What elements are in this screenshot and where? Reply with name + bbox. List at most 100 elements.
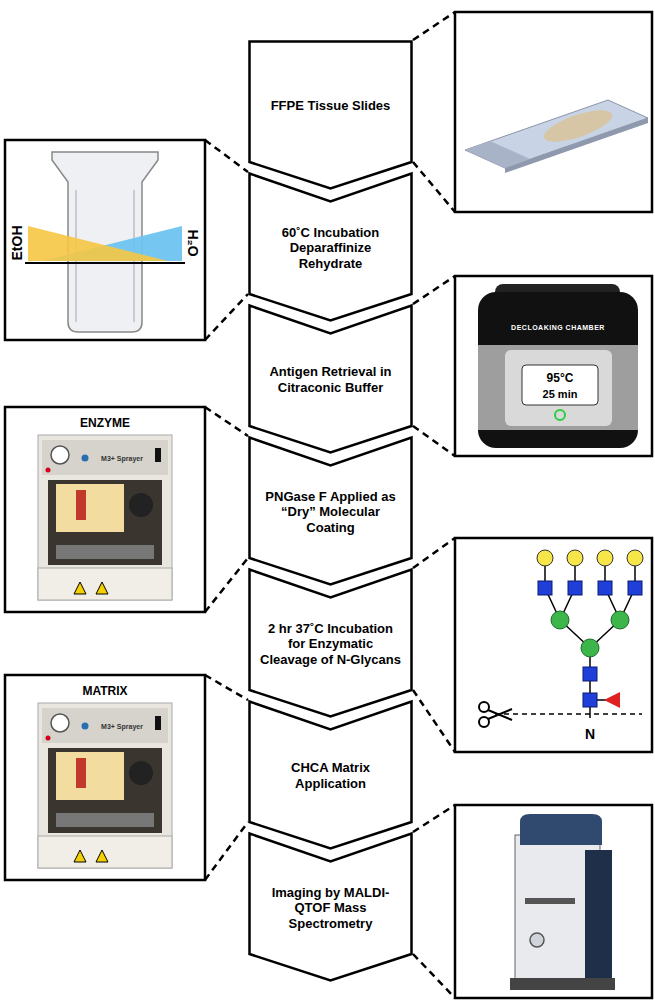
leader-line (413, 426, 455, 456)
leader-line (413, 538, 455, 568)
step-text: 60˚C Incubation Deparaffinize Rehydrate (260, 225, 401, 272)
illustration-label: N (585, 727, 595, 741)
chevron-shape (250, 174, 412, 321)
glcnac (538, 581, 552, 595)
galactose-residues (537, 550, 643, 566)
leader-line (413, 954, 455, 998)
illustration-label: M3+ Sprayer (101, 455, 143, 462)
illustration-frame (455, 805, 652, 998)
chevron-shape (250, 570, 412, 717)
warning-sign (74, 850, 86, 862)
step-text: FFPE Tissue Slides (260, 98, 401, 114)
glcnac (583, 667, 597, 681)
step-text: PNGase F Applied as “Dry” Molecular Coat… (260, 489, 401, 536)
sprayer-base (38, 568, 172, 600)
sample-stage (56, 813, 154, 827)
power-switch (155, 448, 161, 462)
process-chevron: FFPE Tissue Slides (248, 40, 413, 190)
glcnac (583, 693, 597, 707)
step-label: 2 hr 37˚C Incubation for Enzymatic Cleav… (260, 621, 401, 668)
n-glycan (479, 550, 643, 727)
leader-line (205, 558, 248, 612)
spray-chamber-window (48, 748, 162, 833)
illustration-label: 95°C (547, 372, 574, 384)
scissors-handle (479, 717, 489, 727)
leader-line (205, 294, 248, 340)
step-text: 2 hr 37˚C Incubation for Enzymatic Cleav… (260, 621, 401, 668)
warning-sign (74, 582, 86, 594)
power-button (555, 410, 565, 420)
leader-line (413, 690, 455, 752)
illustration-frames (5, 12, 652, 998)
spray-chamber-window (48, 480, 162, 565)
pressure-gauge (51, 714, 69, 732)
gradient-baseline (25, 262, 185, 264)
glcnac (628, 581, 642, 595)
instrument-side (585, 850, 612, 985)
illustration-label: H₂O (186, 229, 200, 256)
scissors-blade (488, 710, 512, 720)
fucose (604, 692, 620, 708)
chamber-light (56, 752, 124, 800)
illustration-label: 25 min (543, 389, 578, 400)
step-label: PNGase F Applied as “Dry” Molecular Coat… (260, 489, 401, 536)
leader-line (205, 822, 248, 880)
chamber-display (522, 365, 598, 405)
chevron-shape (250, 42, 412, 189)
sprayer-matrix (38, 703, 172, 868)
process-chevron: 60˚C Incubation Deparaffinize Rehydrate (248, 172, 413, 322)
scissors (479, 702, 512, 727)
staining-jar (25, 152, 185, 332)
chevron-shape (250, 438, 412, 585)
chamber-body (478, 292, 638, 448)
galactose (537, 550, 553, 566)
illustration-frame (455, 12, 652, 212)
sprayer-base (38, 836, 172, 868)
illustration-label: M3+ Sprayer (101, 723, 143, 730)
step-text: CHCA Matrix Application (260, 760, 401, 791)
pressure-gauge (51, 446, 69, 464)
cleavage-line (495, 713, 642, 715)
syringe (76, 758, 86, 788)
process-chevron: Imaging by MALDI-QTOF Mass Spectrometry (248, 832, 413, 982)
brand-logo (82, 455, 89, 462)
sprayer-body (38, 703, 172, 868)
illustration-frame (5, 140, 205, 340)
chamber-light (56, 484, 124, 532)
sprayer-enzyme (38, 435, 172, 600)
ethanol-gradient (28, 226, 168, 261)
warning-sign (96, 850, 108, 862)
leader-line (205, 407, 248, 436)
chevron-outline (248, 40, 413, 190)
illustration-frame (455, 538, 652, 752)
instrument-base (510, 978, 615, 990)
mannose (551, 611, 569, 629)
step-label: FFPE Tissue Slides (260, 98, 401, 114)
process-chevron: 2 hr 37˚C Incubation for Enzymatic Cleav… (248, 568, 413, 718)
chamber-band (478, 345, 638, 430)
illustration-frame (5, 407, 205, 612)
power-switch (155, 716, 161, 730)
leader-line (205, 675, 248, 700)
scissors-blade (488, 709, 512, 719)
illustration-frame (5, 675, 205, 880)
mannose (581, 639, 599, 657)
step-label: Antigen Retrieval in Citraconic Buffer (260, 364, 401, 395)
leader-lines (205, 12, 455, 998)
fan (129, 493, 153, 517)
glcnac (598, 581, 612, 595)
galactose (597, 550, 613, 566)
sample-slot (525, 898, 575, 904)
brand-logo (82, 723, 89, 730)
tissue-section (540, 104, 615, 148)
instrument-top (520, 814, 602, 845)
step-label: CHCA Matrix Application (260, 760, 401, 791)
chamber-panel (505, 350, 612, 426)
mass-spectrometer (510, 814, 615, 990)
galactose (627, 550, 643, 566)
warning-sign (96, 582, 108, 594)
chevron-shape (250, 834, 412, 981)
sprayer-top-panel (42, 440, 168, 475)
leader-line (413, 162, 455, 212)
leader-line (413, 805, 455, 832)
